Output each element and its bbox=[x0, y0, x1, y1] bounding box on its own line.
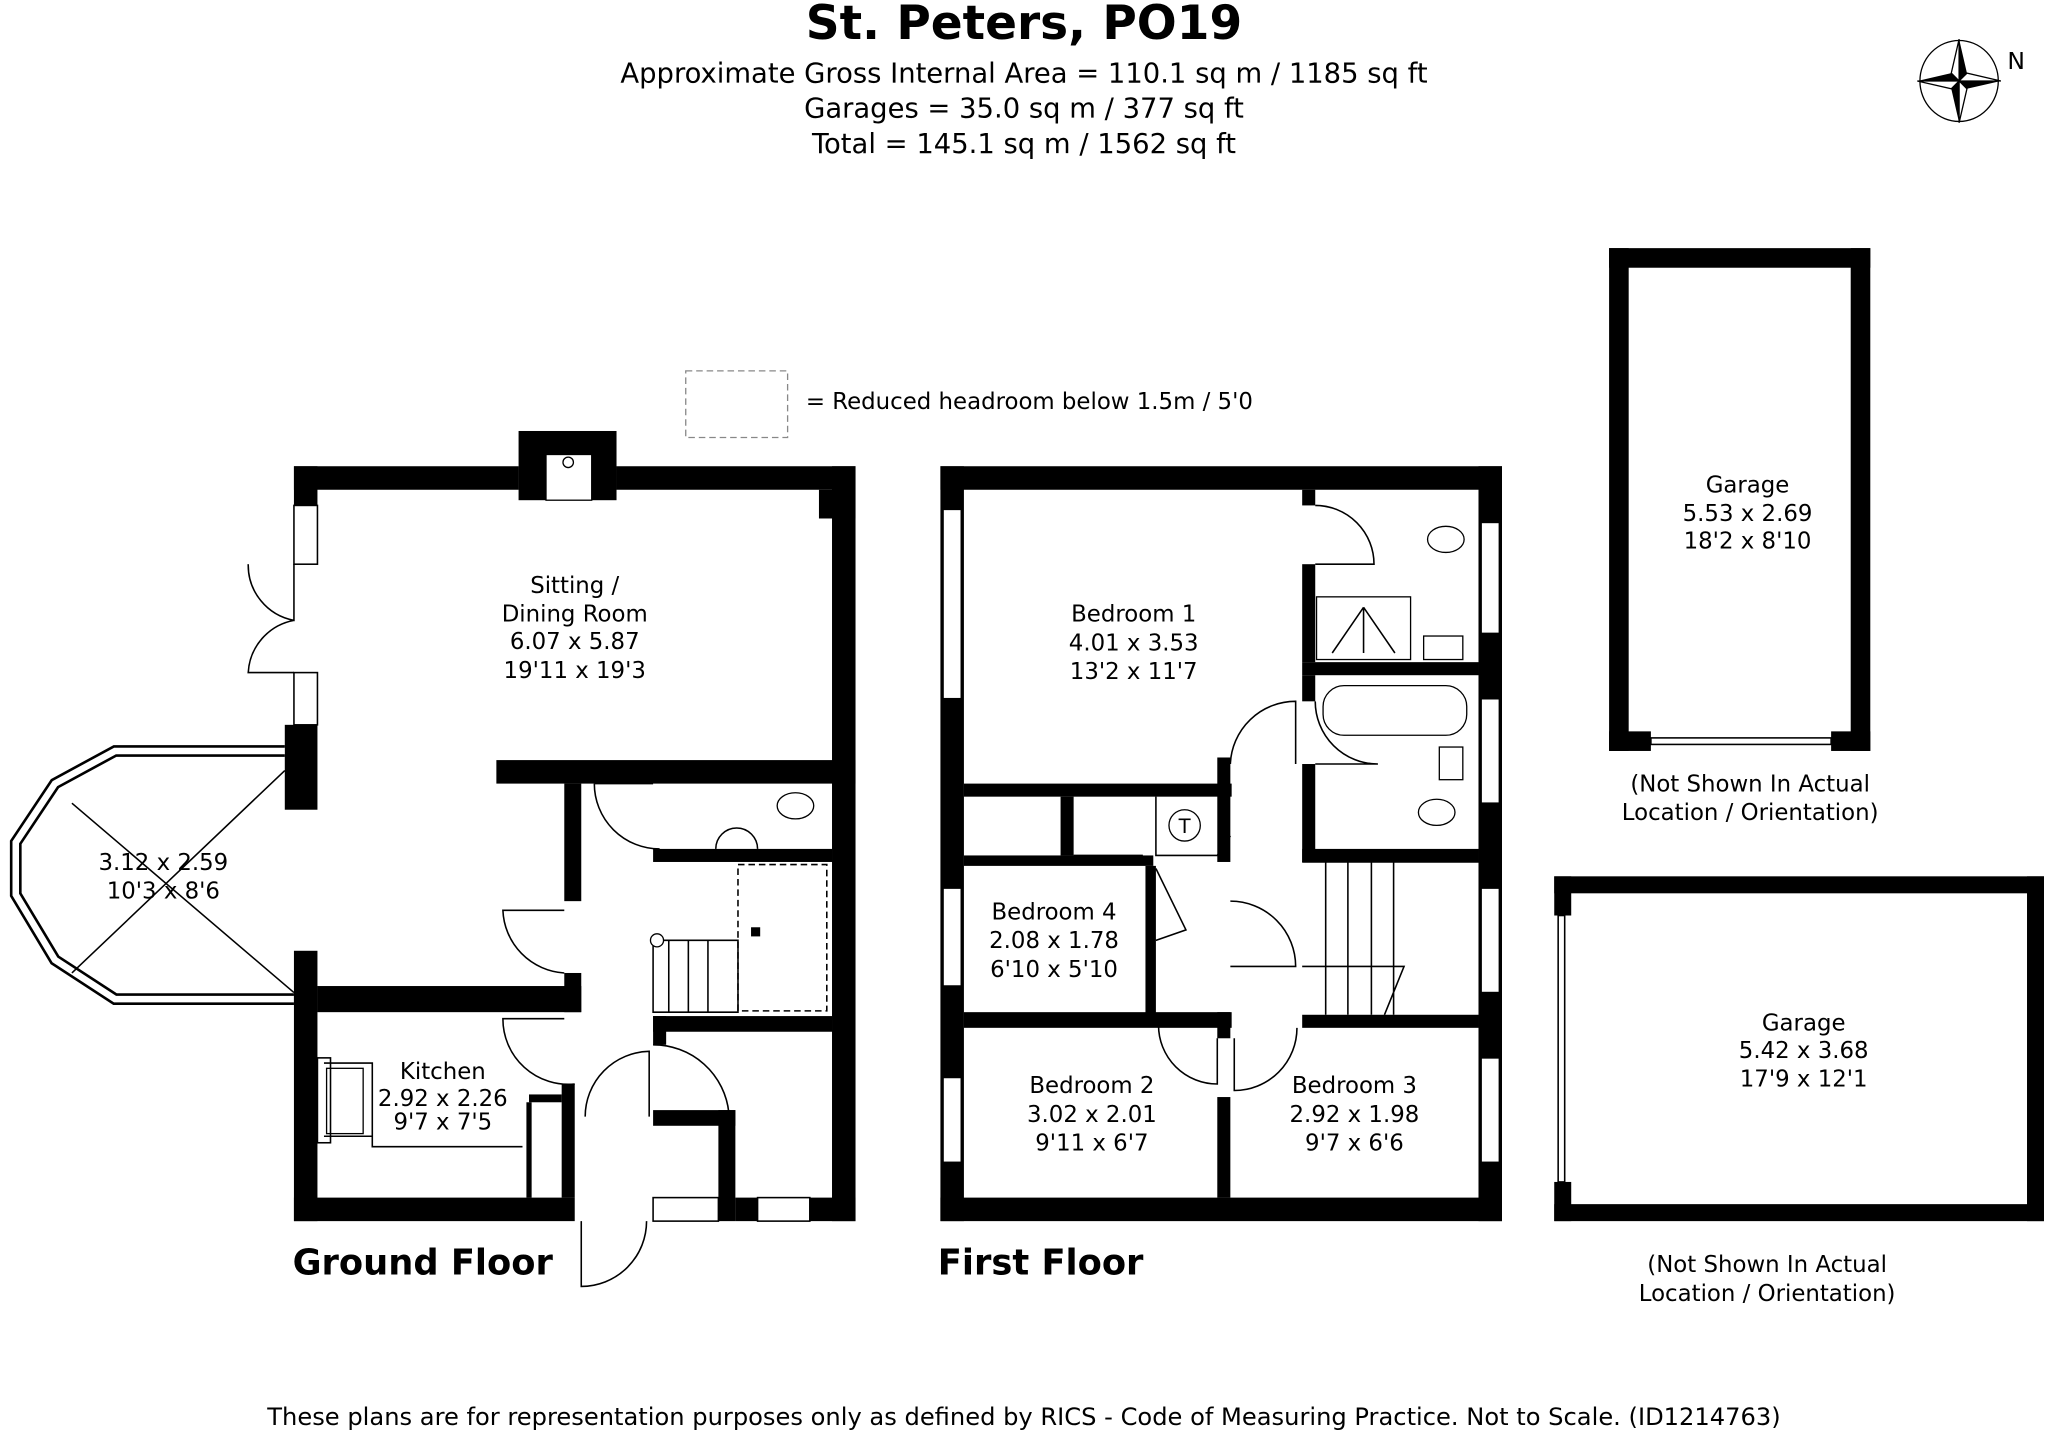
page-title: St. Peters, PO19 bbox=[806, 0, 1242, 51]
gross-area: Approximate Gross Internal Area = 110.1 … bbox=[620, 58, 1427, 89]
svg-text:Dining Room: Dining Room bbox=[502, 602, 648, 628]
disclaimer-footer: These plans are for representation purpo… bbox=[266, 1403, 1780, 1431]
svg-text:Kitchen: Kitchen bbox=[400, 1059, 486, 1085]
svg-text:Location / Orientation): Location / Orientation) bbox=[1622, 800, 1879, 826]
room-bay: 3.12 x 2.59 10'3 x 8'6 bbox=[98, 850, 228, 905]
svg-text:6'10 x 5'10: 6'10 x 5'10 bbox=[990, 957, 1118, 983]
garage-1-note: (Not Shown In Actual bbox=[1630, 771, 1870, 797]
svg-text:2.08 x 1.78: 2.08 x 1.78 bbox=[989, 928, 1119, 954]
garage-2-note: (Not Shown In Actual bbox=[1647, 1252, 1887, 1278]
svg-text:9'7 x 7'5: 9'7 x 7'5 bbox=[393, 1110, 492, 1136]
ground-floor-plan bbox=[9, 430, 856, 1288]
reduced-headroom-swatch bbox=[685, 370, 789, 439]
ground-floor-label: Ground Floor bbox=[293, 1243, 554, 1284]
svg-text:Garage: Garage bbox=[1706, 472, 1790, 498]
svg-text:2.92 x 2.26: 2.92 x 2.26 bbox=[378, 1086, 508, 1112]
room-bedroom-2: Bedroom 2 3.02 x 2.01 9'11 x 6'7 bbox=[1027, 1073, 1157, 1156]
room-bedroom-1: Bedroom 1 4.01 x 3.53 13'2 x 11'7 bbox=[1069, 602, 1199, 685]
svg-text:Bedroom 2: Bedroom 2 bbox=[1029, 1073, 1154, 1099]
compass-north-label: N bbox=[2007, 47, 2025, 75]
svg-text:Bedroom 1: Bedroom 1 bbox=[1071, 602, 1196, 628]
svg-text:Bedroom 3: Bedroom 3 bbox=[1292, 1073, 1417, 1099]
svg-text:3.12 x 2.59: 3.12 x 2.59 bbox=[98, 850, 228, 876]
room-bedroom-3: Bedroom 3 2.92 x 1.98 9'7 x 6'6 bbox=[1290, 1073, 1420, 1156]
room-garage-2: Garage 5.42 x 3.68 17'9 x 12'1 (Not Show… bbox=[1639, 1010, 1896, 1306]
svg-text:Location / Orientation): Location / Orientation) bbox=[1639, 1281, 1896, 1307]
first-floor-plan bbox=[940, 466, 1502, 1222]
compass-icon bbox=[1917, 39, 2002, 123]
svg-text:2.92 x 1.98: 2.92 x 1.98 bbox=[1290, 1102, 1420, 1128]
garage-1-plan bbox=[1609, 248, 1871, 751]
svg-text:17'9 x 12'1: 17'9 x 12'1 bbox=[1740, 1067, 1868, 1093]
svg-text:19'11 x 19'3: 19'11 x 19'3 bbox=[504, 658, 646, 684]
room-garage-1: Garage 5.53 x 2.69 18'2 x 8'10 (Not Show… bbox=[1622, 472, 1879, 826]
svg-text:6.07 x 5.87: 6.07 x 5.87 bbox=[510, 629, 640, 655]
room-bedroom-4: Bedroom 4 2.08 x 1.78 6'10 x 5'10 bbox=[989, 899, 1119, 982]
room-kitchen: Kitchen 2.92 x 2.26 9'7 x 7'5 bbox=[378, 1059, 508, 1136]
garage-2-plan bbox=[1554, 876, 2044, 1222]
svg-text:5.53 x 2.69: 5.53 x 2.69 bbox=[1683, 501, 1813, 527]
svg-text:13'2 x 11'7: 13'2 x 11'7 bbox=[1070, 659, 1198, 685]
legend-reduced-headroom: = Reduced headroom below 1.5m / 5'0 bbox=[806, 389, 1253, 415]
svg-text:10'3 x 8'6: 10'3 x 8'6 bbox=[107, 879, 220, 905]
svg-text:5.42 x 3.68: 5.42 x 3.68 bbox=[1739, 1038, 1869, 1064]
svg-text:4.01 x 3.53: 4.01 x 3.53 bbox=[1069, 630, 1199, 656]
airing-cupboard-label: T bbox=[1178, 815, 1192, 838]
first-floor-label: First Floor bbox=[938, 1243, 1144, 1284]
room-sitting-dining: Sitting / Dining Room 6.07 x 5.87 19'11 … bbox=[502, 573, 648, 684]
svg-text:9'11 x 6'7: 9'11 x 6'7 bbox=[1035, 1131, 1148, 1157]
svg-text:3.02 x 2.01: 3.02 x 2.01 bbox=[1027, 1102, 1157, 1128]
svg-text:Bedroom 4: Bedroom 4 bbox=[991, 899, 1116, 925]
svg-text:Sitting /: Sitting / bbox=[530, 573, 619, 599]
svg-text:Garage: Garage bbox=[1762, 1010, 1846, 1036]
svg-text:18'2 x 8'10: 18'2 x 8'10 bbox=[1684, 529, 1812, 555]
svg-text:9'7 x 6'6: 9'7 x 6'6 bbox=[1305, 1131, 1404, 1157]
garages-area: Garages = 35.0 sq m / 377 sq ft bbox=[804, 94, 1244, 125]
total-area: Total = 145.1 sq m / 1562 sq ft bbox=[811, 129, 1236, 160]
